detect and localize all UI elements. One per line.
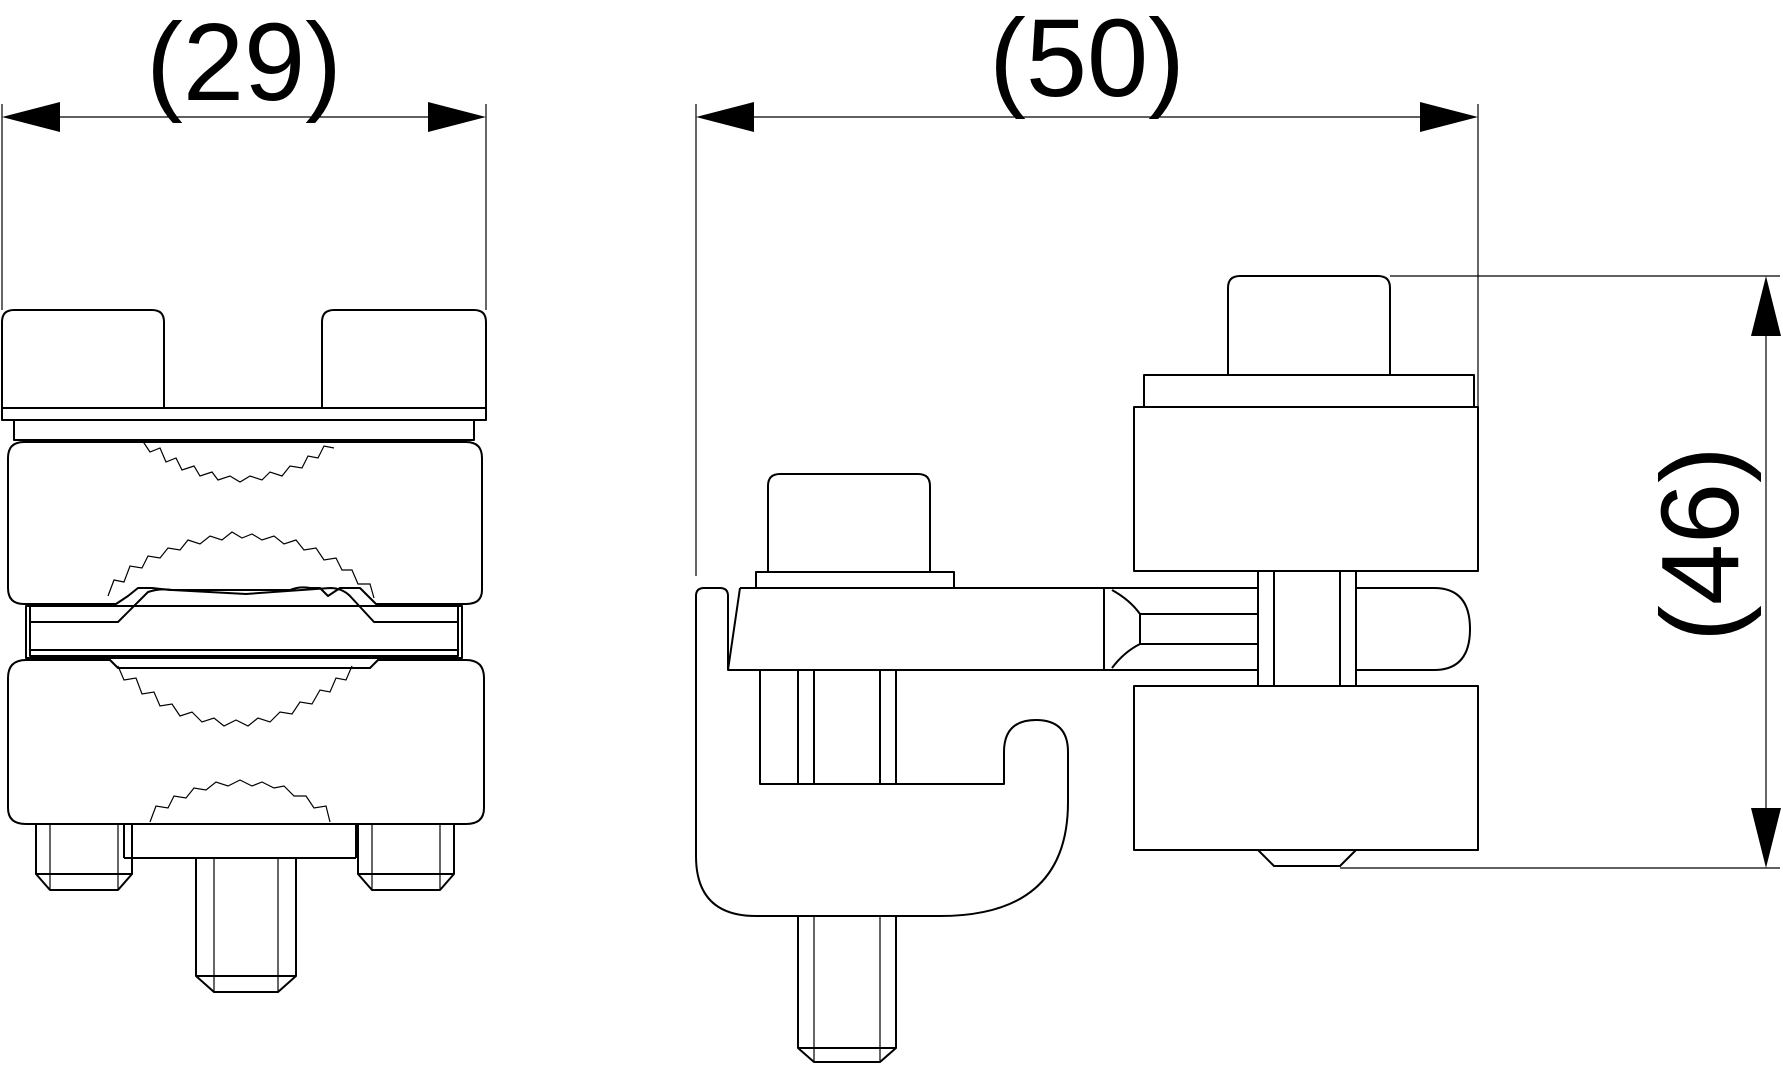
- front-lower-teeth-top: [117, 665, 353, 727]
- front-bolt-right: [357, 824, 455, 891]
- side-left-cap: [767, 473, 931, 572]
- dimension-label-46: (46): [1639, 446, 1762, 642]
- front-lower-teeth-bottom: [149, 779, 331, 823]
- dimension-width-side: (50): [695, 0, 1479, 576]
- side-left-washer: [727, 587, 741, 671]
- front-top-washer: [13, 419, 475, 441]
- front-upper-block: [7, 441, 483, 605]
- front-lower-block: [7, 659, 485, 825]
- side-hook-bolt-lower: [797, 916, 897, 1063]
- front-upper-teeth-top: [141, 439, 335, 483]
- front-top-plate: [1, 407, 487, 421]
- side-vertical-bolt: [1257, 571, 1357, 686]
- side-upper-block: [1133, 406, 1479, 572]
- front-left-cap: [1, 309, 165, 408]
- front-bolt-center: [195, 858, 297, 993]
- side-left-plate: [755, 571, 955, 589]
- dimension-width-front: (29): [1, 1, 487, 310]
- side-top-cap: [1227, 275, 1391, 375]
- front-view: [1, 309, 487, 993]
- side-lower-block: [1133, 685, 1479, 851]
- front-upper-teeth-bottom: [107, 531, 375, 599]
- side-c-hook: [695, 587, 1069, 917]
- side-top-plate: [1143, 374, 1475, 408]
- front-bolt-left: [35, 824, 133, 891]
- front-saddle: [29, 587, 459, 657]
- dimension-height-side: (46): [1340, 275, 1781, 869]
- front-saddle-outer: [25, 605, 463, 659]
- side-bottom-nut: [1257, 849, 1357, 867]
- dimension-label-29: (29): [146, 1, 342, 124]
- dimension-label-50: (50): [989, 0, 1185, 120]
- side-view: [695, 275, 1479, 1063]
- side-arm-neck: [1103, 588, 1258, 670]
- side-arm: [728, 587, 1471, 671]
- side-hook-bolt-upper: [797, 670, 897, 784]
- front-right-cap: [321, 309, 487, 408]
